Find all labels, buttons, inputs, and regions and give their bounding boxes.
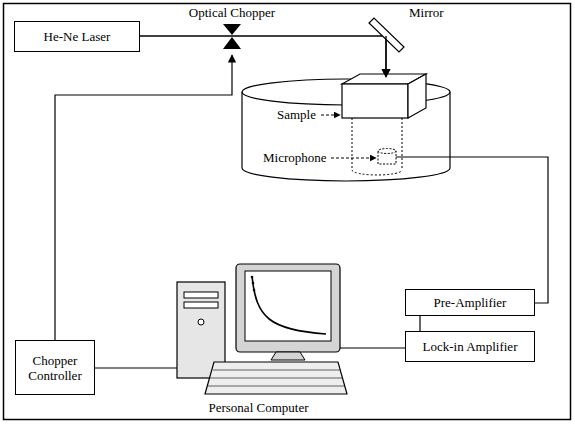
chamber-bottom [352,170,402,175]
leader-line [321,115,340,116]
node-text: He-Ne Laser [44,29,111,44]
sample-front [342,84,408,118]
amplifier-box: Pre-Amplifier [405,289,535,316]
node-text: Pre-Amplifier [434,295,507,310]
drive-bay [184,292,218,298]
key-row [213,370,340,371]
key-row [210,378,342,379]
screen-curve [252,276,326,334]
part-label: Mirror [408,5,445,20]
computer-monitor [236,264,340,352]
sample-side [408,74,426,118]
part-label: Optical Chopper [188,5,276,20]
part-label: Sample [276,107,317,122]
monitor-screen [245,271,331,341]
chopper-symbol [223,37,241,49]
drive-bay [184,302,218,308]
cell-bottom [242,168,450,181]
screen-point [251,276,254,279]
node-text: Personal Computer [208,400,308,415]
node-text: Chopper Controller [22,353,88,383]
computer-node: Personal Computer [177,262,340,418]
laser-beam [385,36,386,77]
laser-beam [140,35,386,36]
laser-box: He-Ne Laser [14,21,140,52]
laser-beam [385,36,386,77]
signal-connector [340,347,405,348]
part-label: Microphone [262,150,328,165]
control-wire [55,55,232,340]
signal-wire [396,157,548,303]
chamber-wall [402,118,403,170]
computer-keyboard [205,362,347,394]
signal-connector [95,367,177,368]
amplifier-box: Lock-in Amplifier [405,331,535,362]
monitor-stand [271,352,305,360]
screen-point [253,289,256,292]
cell-wall [241,92,242,168]
chopper-symbol [223,24,241,35]
power-button [198,319,204,325]
microphone-symbol [378,149,396,154]
figure-border [4,4,571,420]
screen-point [252,282,255,285]
leader-line [331,158,376,159]
controller-box: Chopper Controller [15,340,95,395]
chamber-wall [352,118,353,170]
node-text: Lock-in Amplifier [423,339,518,354]
key-row [208,386,345,387]
signal-connector [419,316,420,331]
